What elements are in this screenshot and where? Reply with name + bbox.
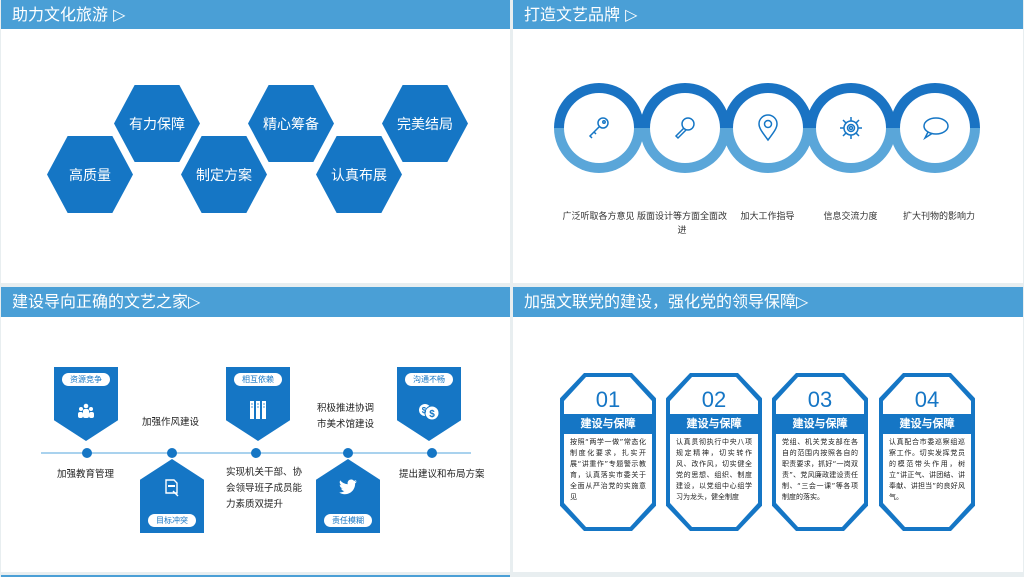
location-pin-icon xyxy=(758,114,778,142)
card-body: 认真贯彻执行中央八项规定精神，切实转作风、改作风，切实健全党的思想、组织、制度建… xyxy=(676,438,752,501)
badge-pill: 责任模糊 xyxy=(324,514,372,527)
timeline-dot xyxy=(167,448,177,458)
hexagon-item: 精心筹备 xyxy=(248,85,334,162)
files-icon xyxy=(250,401,266,419)
slide-title: 打造文艺品牌 ▷ xyxy=(513,0,1023,29)
slide-literary-home[interactable]: 建设导向正确的文艺之家▷ 资源竞争 相互依赖 沟通不畅 $$ 目标冲突 责任模糊… xyxy=(1,287,510,572)
hexagon-item: 有力保障 xyxy=(114,85,200,162)
card-number: 01 xyxy=(595,387,621,412)
badge-pill: 资源竞争 xyxy=(62,373,110,386)
timeline-text: 实现机关干部、协会领导班子成员能力素质双提升 xyxy=(226,467,303,510)
circle-item xyxy=(640,83,730,173)
badge-goal-conflict: 目标冲突 xyxy=(140,459,204,533)
people-icon xyxy=(78,403,94,418)
circle-item xyxy=(890,83,980,173)
timeline-dot xyxy=(82,448,92,458)
badge-resource-competition: 资源竞争 xyxy=(54,367,118,441)
circle-caption: 信息交流力度 xyxy=(823,212,878,222)
timeline-text: 积极推进协调市美术馆建设 xyxy=(317,403,375,430)
card-heading: 建设与保障 xyxy=(772,414,868,434)
card-heading: 建设与保障 xyxy=(560,414,656,434)
hexagon-item: 高质量 xyxy=(47,136,133,213)
card-body: 认真配合市委巡察组巡察工作。切实发挥党员的模范带头作用，树立“讲正气、讲团结、讲… xyxy=(889,438,965,501)
slide-title: 加强文联党的建设，强化党的领导保障▷ xyxy=(513,287,1023,317)
card-number: 04 xyxy=(914,387,940,412)
badge-pill: 沟通不畅 xyxy=(405,373,453,386)
card-heading: 建设与保障 xyxy=(879,414,975,434)
hexagon-item: 制定方案 xyxy=(181,136,267,213)
circle-caption: 扩大刊物的影响力 xyxy=(902,212,975,222)
badge-mutual-dependence: 相互依赖 xyxy=(226,367,290,441)
svg-text:$: $ xyxy=(422,406,427,415)
timeline-dot xyxy=(251,448,261,458)
circle-caption: 版面设计等方面全面改进 xyxy=(637,212,728,236)
hex-card-01: 01 建设与保障 按照“两学一做”常态化制度化要求，扎实开展“讲重作”专题警示教… xyxy=(560,373,656,531)
hex-card-04: 04 建设与保障 认真配合市委巡察组巡察工作。切实发挥党员的模范带头作用，树立“… xyxy=(879,373,975,531)
slide-title: 助力文化旅游 ▷ xyxy=(1,0,510,29)
card-body: 按照“两学一做”常态化制度化要求，扎实开展“讲重作”专题警示教育，认真落实市委关… xyxy=(570,438,646,501)
hexagon-item: 认真布展 xyxy=(316,136,402,213)
key-icon xyxy=(588,117,609,139)
slide-party-building[interactable]: 加强文联党的建设，强化党的领导保障▷ 01 建设与保障 按照“两学一做”常态化制… xyxy=(513,287,1023,572)
badge-pill: 目标冲突 xyxy=(148,514,196,527)
document-icon xyxy=(165,479,179,497)
circle-item xyxy=(723,83,813,173)
badge-pill: 相互依赖 xyxy=(234,373,282,386)
speech-bubble-icon xyxy=(923,117,949,141)
slide-art-brand[interactable]: 打造文艺品牌 ▷ 广泛听取各方意见 版面设计等方面全面改进 加大工作指导 信息交… xyxy=(513,0,1023,283)
circle-item xyxy=(806,83,896,173)
circle-item xyxy=(554,83,644,173)
gear-icon xyxy=(840,117,862,139)
card-number: 02 xyxy=(701,387,727,412)
circle-caption: 广泛听取各方意见 xyxy=(562,212,635,222)
timeline-dot xyxy=(427,448,437,458)
hexagon-item: 完美结局 xyxy=(382,85,468,162)
card-body: 党组、机关党支部在各自的范围内按照各自的职责要求，抓好“一岗双责”、党风廉政建设… xyxy=(782,438,858,501)
bird-icon xyxy=(339,479,357,495)
slide-culture-tourism[interactable]: 助力文化旅游 ▷ 高质量 有力保障 制定方案 精心筹备 认真布展 完美结局 xyxy=(1,0,510,283)
magnifier-icon xyxy=(674,117,695,140)
hex-card-03: 03 建设与保障 党组、机关党支部在各自的范围内按照各自的职责要求，抓好“一岗双… xyxy=(772,373,868,531)
card-number: 03 xyxy=(807,387,833,412)
timeline-text: 加强作风建设 xyxy=(142,417,200,428)
timeline-text: 提出建议和布局方案 xyxy=(399,469,485,480)
timeline-dot xyxy=(343,448,353,458)
card-heading: 建设与保障 xyxy=(666,414,762,434)
hex-card-02: 02 建设与保障 认真贯彻执行中央八项规定精神，切实转作风、改作风，切实健全党的… xyxy=(666,373,762,531)
timeline-text: 加强教育管理 xyxy=(57,469,115,480)
next-slide-header-strip xyxy=(1,575,510,577)
slide-title: 建设导向正确的文艺之家▷ xyxy=(1,287,510,317)
coins-icon: $$ xyxy=(419,404,440,421)
badge-poor-communication: 沟通不畅 $$ xyxy=(397,367,461,441)
svg-text:$: $ xyxy=(429,409,435,420)
badge-unclear-responsibility: 责任模糊 xyxy=(316,459,380,533)
circle-caption: 加大工作指导 xyxy=(740,212,795,222)
